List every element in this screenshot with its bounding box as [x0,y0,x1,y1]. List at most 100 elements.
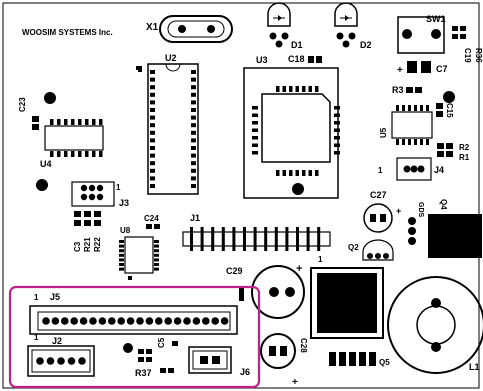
mounting-holes [36,91,455,195]
ic-pin [57,119,61,125]
header-pin [274,227,278,251]
ic-pin [315,170,319,176]
connector-pin [145,317,154,325]
ic-pin [414,139,417,145]
ic-pin [252,151,258,155]
ic-pin [150,77,155,82]
header-pin [200,227,204,251]
ic-pin [334,113,340,117]
connector-pin [155,317,163,325]
connector-pin [126,317,135,325]
ic-pin [276,86,280,92]
l1-inductor: L1 [387,276,483,374]
connector-pin [136,317,144,325]
power-module [310,267,384,339]
ic-pin [119,244,124,248]
ic-pin [252,121,258,125]
connector-pin [51,317,60,325]
sw1-label: SW1 [426,14,446,24]
connector-pin [220,317,229,325]
j5-connector: 1 J5 [29,287,244,335]
j5-pin1-label: 1 [34,293,39,302]
connector-pin [36,357,44,365]
ic-pin [191,108,196,112]
c24-label: C24 [144,214,159,223]
ic-pin [150,115,155,120]
j5-label: J5 [50,292,60,302]
j3-pin1-label: 1 [116,183,121,192]
ic-pin [99,119,103,125]
r37-label: R37 [135,368,152,378]
c28-capacitor: C28 + [260,333,308,388]
ic-pin [119,263,124,266]
c29-label: C29 [226,266,243,276]
connector-pin [70,317,78,325]
ic-pin [396,105,399,111]
sw1-switch: SW1 R36 C19 [397,14,483,63]
r22-label: R22 [93,237,102,252]
connector-pin [183,317,191,325]
svg-text:+: + [396,206,401,216]
ic-pin [191,184,196,188]
ic-pin [64,151,68,157]
mounting-hole [44,92,56,104]
q4-transistor: GDS Q4 [408,199,482,258]
ic-pin [191,153,196,158]
ic-pin [408,139,411,145]
ic-pin [191,85,196,90]
mounting-hole [292,183,304,195]
ic-pin [295,170,299,176]
ic-pin [150,153,155,158]
r3-label: R3 [392,85,404,95]
d2-led: D2 [334,2,372,50]
connector-pin [42,317,50,325]
ic-pin [276,170,280,176]
j2-connector: 1 J2 [27,333,95,377]
ic-pin [191,92,196,97]
ic-pin [334,143,340,147]
header-pin [190,227,193,251]
c7-capacitor: + C7 [397,61,448,76]
ic-pin [408,105,411,111]
ic-pin [119,253,124,257]
u8-label: U8 [120,226,131,235]
ic-pin [191,70,196,74]
ic-pin [334,121,340,125]
ic-pin [334,128,340,132]
mounting-hole [443,91,455,103]
j4-label: J4 [434,165,444,175]
u3-label: U3 [256,55,268,65]
j4-connector: 1 J4 [378,157,444,181]
j6-connector: J6 [188,346,250,377]
j2-label: J2 [52,336,62,346]
ic-pin [191,115,196,120]
ic-pin [92,151,96,157]
c15-label: C15 [445,103,454,118]
svg-text:+: + [397,65,403,76]
u8-ic: U8 C24 [119,214,160,280]
q2-label: Q2 [348,243,359,252]
ic-pin [154,253,159,257]
r36-label: R36 [474,48,483,63]
r21-label: R21 [83,237,92,252]
ic-pin [191,168,196,173]
x1-label: X1 [146,22,159,33]
ic-pin [396,139,399,145]
ic-pin [85,151,89,157]
ic-pin [119,267,124,271]
ic-pin [71,151,75,157]
c27-capacitor: C27 + [363,190,401,233]
q5-label: Q5 [379,358,390,367]
ic-pin [150,146,155,150]
ic-pin [289,86,293,92]
ic-pin [420,139,423,145]
ic-pin [154,249,159,253]
header-pin [264,227,268,251]
u5-sop-ic: R3 C15 U5 R2 R1 [379,85,470,162]
ic-pin [154,240,159,243]
ic-pin [282,170,286,176]
ic-pin [150,161,155,166]
ic-pin [150,70,155,74]
